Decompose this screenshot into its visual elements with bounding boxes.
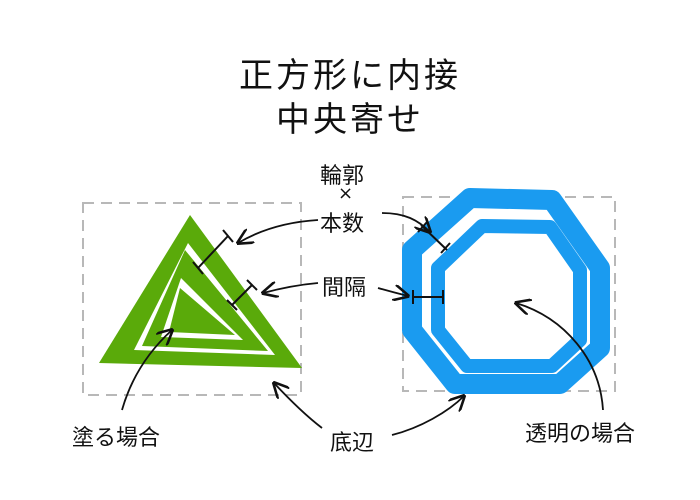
label-outline: 輪郭 xyxy=(320,164,365,189)
leader-arrows xyxy=(121,212,604,436)
transparent-octagon-group xyxy=(402,188,610,394)
label-spacing: 間隔 xyxy=(322,276,367,301)
page-title-line1: 正方形に内接 xyxy=(239,56,461,96)
label-times: × xyxy=(338,183,354,204)
arrow-base-to-triangle xyxy=(274,383,323,429)
label-count: 本数 xyxy=(320,212,365,237)
octagon-outer xyxy=(402,188,610,394)
arrow-filled-case xyxy=(121,330,172,411)
page-title-line2: 中央寄せ xyxy=(276,100,424,140)
left-guide-square xyxy=(82,202,302,396)
arrow-base-to-octagon xyxy=(391,396,464,436)
label-filled-case: 塗る場合 xyxy=(72,426,161,451)
arrow-outline-to-triangle xyxy=(238,219,319,243)
label-base-edge: 底辺 xyxy=(330,431,375,456)
triangle-core xyxy=(169,288,235,335)
arrow-transparent-case xyxy=(516,303,604,411)
arrow-spacing-to-triangle xyxy=(263,283,319,293)
label-transparent-case: 透明の場合 xyxy=(525,422,636,447)
octagon-inner xyxy=(431,219,587,373)
arrow-outline-to-octagon xyxy=(381,212,430,232)
arrow-spacing-to-octagon xyxy=(377,288,408,296)
